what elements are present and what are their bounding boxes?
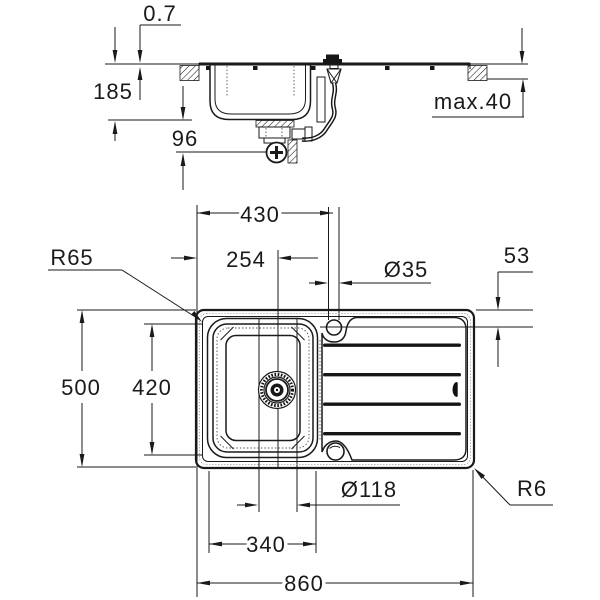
dim-label-outer-corner-radius: R6 — [517, 476, 547, 501]
dim-label-counter-thickness: max.40 — [434, 89, 512, 114]
dim-label-drain-offset: 254 — [226, 247, 266, 272]
bowl-section — [209, 65, 312, 121]
extension-lines — [77, 205, 533, 597]
plan-view: 430 254 Ø35 53 — [47, 199, 553, 600]
drainboard-groove — [323, 402, 461, 406]
dim-bowl-depth: 185 — [90, 76, 135, 141]
bowl-opening-edge — [206, 317, 319, 459]
bowl-floor — [225, 334, 301, 442]
dim-tap-offset: 430 — [197, 199, 333, 231]
bowl-dotted-line — [216, 327, 310, 449]
dim-drain-diameter: Ø118 — [237, 474, 400, 508]
drain-strainer — [257, 370, 297, 410]
drainboard-edge — [321, 316, 467, 461]
flexible-hose — [301, 82, 338, 142]
dim-label-bowl-depth: 185 — [93, 79, 133, 104]
dim-bowl-inner-width: 340 — [209, 529, 316, 561]
dim-overall-depth: 500 — [58, 310, 103, 467]
drain-flange — [255, 120, 295, 128]
dim-counter-thickness: max.40 — [430, 28, 526, 118]
tap-hole-cap — [326, 54, 339, 60]
dim-label-tap-offset: 430 — [240, 202, 280, 227]
overflow-assembly — [291, 54, 342, 142]
bowl-plan — [206, 317, 321, 459]
side-view: 0.7 185 96 max.40 — [90, 0, 528, 190]
dim-drain-clearance: 96 — [168, 86, 201, 190]
dim-label-rim-height: 0.7 — [143, 1, 177, 26]
dim-label-bowl-corner-radius: R65 — [50, 245, 93, 270]
dim-label-tap-edge-distance: 53 — [504, 243, 530, 268]
dim-drain-offset: 254 — [171, 244, 318, 276]
counter-hatch-left — [179, 65, 200, 81]
drainboard — [321, 316, 467, 461]
sink-outer-edge — [194, 308, 476, 470]
fastening-clamps — [206, 66, 435, 70]
drainboard-groove — [323, 373, 461, 377]
dim-label-drain-diameter: Ø118 — [341, 477, 397, 502]
dim-label-tap-hole: Ø35 — [384, 257, 429, 282]
dim-outer-corner-radius: R6 — [474, 468, 553, 506]
dim-overall-length: 860 — [197, 568, 473, 600]
dim-label-drain-clearance: 96 — [172, 126, 198, 151]
dim-bowl-corner-radius: R65 — [47, 242, 202, 322]
counter-hatch-right — [467, 65, 488, 81]
dim-bowl-inner-depth: 420 — [129, 324, 174, 455]
sink-inner-rim — [202, 316, 468, 462]
dim-tap-edge-distance: 53 — [495, 240, 533, 367]
dim-label-bowl-inner-depth: 420 — [132, 375, 172, 400]
dim-tap-hole: Ø35 — [309, 254, 431, 286]
dim-label-overall-depth: 500 — [61, 375, 101, 400]
overflow-hole — [326, 442, 345, 461]
drainboard-groove — [323, 343, 461, 347]
dim-rim-height: 0.7 — [112, 0, 181, 100]
drain-assembly-section — [255, 120, 298, 164]
rim-dotted-line — [199, 313, 471, 465]
dim-label-overall-length: 860 — [284, 571, 324, 596]
bowl-rim — [212, 323, 314, 453]
dim-label-bowl-inner-width: 340 — [246, 532, 286, 557]
drainboard-groove — [323, 432, 461, 436]
